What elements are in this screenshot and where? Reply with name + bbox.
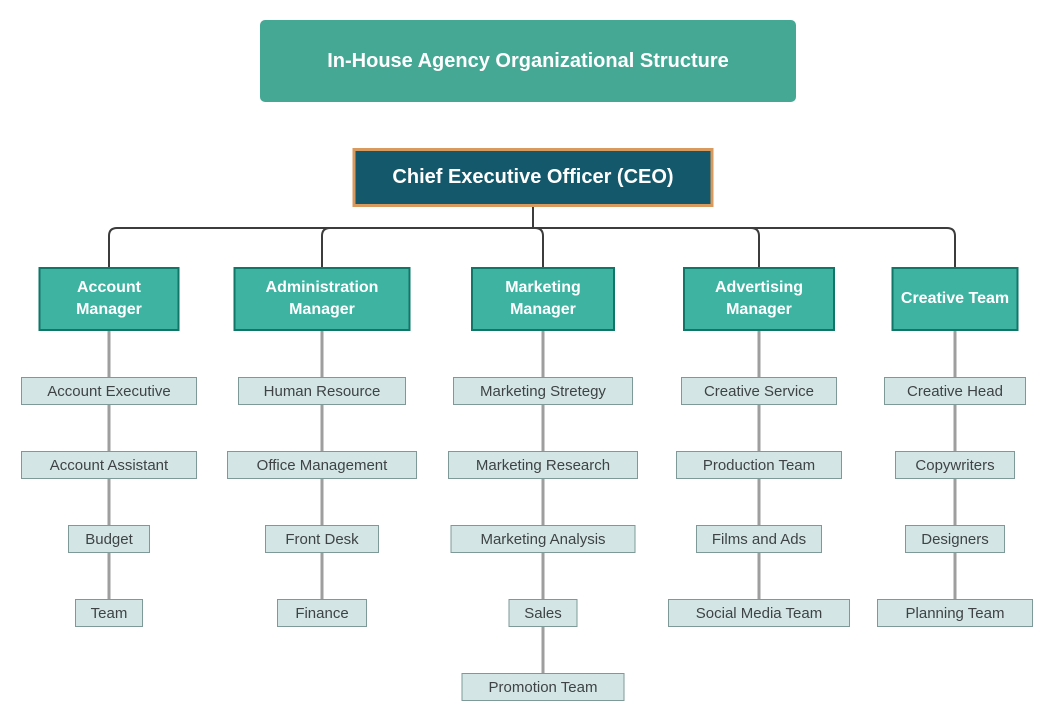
node-account-manager: Account Manager: [39, 267, 180, 331]
node-marketing-manager: Marketing Manager: [471, 267, 615, 331]
node-administration-manager: Administration Manager: [234, 267, 411, 331]
chart-title: In-House Agency Organizational Structure: [260, 20, 796, 102]
node-sales: Sales: [509, 599, 578, 627]
node-account-assistant: Account Assistant: [21, 451, 197, 479]
node-creative-service: Creative Service: [681, 377, 837, 405]
tree-connectors: [109, 207, 955, 267]
node-human-resource: Human Resource: [238, 377, 406, 405]
node-marketing-analysis: Marketing Analysis: [451, 525, 636, 553]
connector-ceo-marketing: [533, 228, 543, 267]
node-team: Team: [75, 599, 143, 627]
node-copywriters: Copywriters: [895, 451, 1015, 479]
node-planning-team: Planning Team: [877, 599, 1033, 627]
node-ceo: Chief Executive Officer (CEO): [353, 148, 714, 207]
node-creative-head: Creative Head: [884, 377, 1026, 405]
node-account-executive: Account Executive: [21, 377, 197, 405]
node-finance: Finance: [277, 599, 367, 627]
connector-ceo-advertising: [533, 228, 759, 267]
node-front-desk: Front Desk: [265, 525, 379, 553]
node-social-media-team: Social Media Team: [668, 599, 850, 627]
connector-ceo-creative: [533, 228, 955, 267]
node-promotion-team: Promotion Team: [462, 673, 625, 701]
node-office-management: Office Management: [227, 451, 417, 479]
node-films-and-ads: Films and Ads: [696, 525, 822, 553]
node-marketing-research: Marketing Research: [448, 451, 638, 479]
node-advertising-manager: Advertising Manager: [683, 267, 835, 331]
node-budget: Budget: [68, 525, 150, 553]
node-marketing-strategy: Marketing Stretegy: [453, 377, 633, 405]
node-creative-team: Creative Team: [892, 267, 1019, 331]
node-production-team: Production Team: [676, 451, 842, 479]
connector-ceo-administration: [322, 228, 533, 267]
node-designers: Designers: [905, 525, 1005, 553]
